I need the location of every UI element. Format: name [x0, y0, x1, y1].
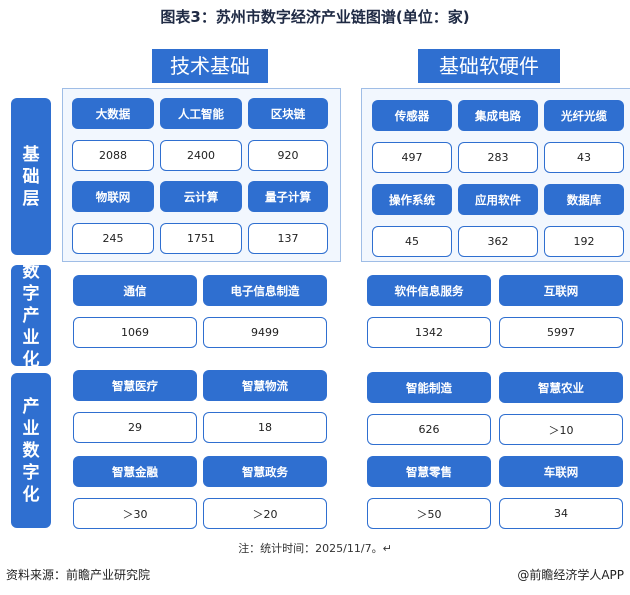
category-blockchain[interactable]: 区块链	[248, 98, 328, 129]
category-app-software[interactable]: 应用软件	[458, 184, 538, 215]
category-internet[interactable]: 互联网	[499, 275, 623, 306]
category-smart-healthcare[interactable]: 智慧医疗	[73, 370, 197, 401]
value-ai: 2400	[160, 140, 242, 171]
value-app-software: 362	[458, 226, 538, 257]
layer-label-digitalization-text: 产 业 数 字 化	[22, 396, 40, 505]
value-blockchain: 920	[248, 140, 328, 171]
category-iov[interactable]: 车联网	[499, 456, 623, 487]
layer-label-base-text: 基 础 层	[22, 144, 40, 209]
category-cloud-computing[interactable]: 云计算	[160, 181, 242, 212]
value-sensor: 497	[372, 142, 452, 173]
brand-text: @前瞻经济学人APP	[517, 568, 624, 582]
category-sensor[interactable]: 传感器	[372, 100, 452, 131]
value-smart-healthcare: 29	[73, 412, 197, 443]
value-big-data: 2088	[72, 140, 154, 171]
layer-label-digitalization: 产 业 数 字 化	[11, 373, 51, 528]
category-electronics-mfg[interactable]: 电子信息制造	[203, 275, 327, 306]
value-internet: 5997	[499, 317, 623, 348]
source-text: 资料来源：前瞻产业研究院	[6, 568, 151, 582]
value-smart-government: ＞20	[203, 498, 327, 529]
layer-label-base: 基 础 层	[11, 98, 51, 255]
category-optical-fiber[interactable]: 光纤光缆	[544, 100, 624, 131]
value-ic: 283	[458, 142, 538, 173]
category-iot[interactable]: 物联网	[72, 181, 154, 212]
value-electronics-mfg: 9499	[203, 317, 327, 348]
layer-label-industrialization-text: 数 字 产 业 化	[22, 261, 40, 370]
page-title: 图表3：苏州市数字经济产业链图谱(单位：家)	[160, 8, 470, 26]
category-software-services[interactable]: 软件信息服务	[367, 275, 491, 306]
value-software-services: 1342	[367, 317, 491, 348]
category-telecom[interactable]: 通信	[73, 275, 197, 306]
value-cloud-computing: 1751	[160, 223, 242, 254]
value-iov: 34	[499, 498, 623, 529]
category-smart-manufacturing[interactable]: 智能制造	[367, 372, 491, 403]
value-smart-logistics: 18	[203, 412, 327, 443]
value-smart-manufacturing: 626	[367, 414, 491, 445]
category-smart-logistics[interactable]: 智慧物流	[203, 370, 327, 401]
value-smart-finance: ＞30	[73, 498, 197, 529]
value-smart-retail: ＞50	[367, 498, 491, 529]
value-optical-fiber: 43	[544, 142, 624, 173]
category-smart-retail[interactable]: 智慧零售	[367, 456, 491, 487]
section-header-hardware: 基础软硬件	[418, 49, 560, 83]
footnote: 注：统计时间：2025/11/7。↵	[238, 542, 392, 555]
layer-label-industrialization: 数 字 产 业 化	[11, 262, 51, 370]
section-header-tech: 技术基础	[152, 49, 268, 83]
value-database: 192	[544, 226, 624, 257]
category-ic[interactable]: 集成电路	[458, 100, 538, 131]
category-smart-finance[interactable]: 智慧金融	[73, 456, 197, 487]
value-iot: 245	[72, 223, 154, 254]
category-smart-government[interactable]: 智慧政务	[203, 456, 327, 487]
category-database[interactable]: 数据库	[544, 184, 624, 215]
value-smart-agriculture: ＞10	[499, 414, 623, 445]
category-big-data[interactable]: 大数据	[72, 98, 154, 129]
category-ai[interactable]: 人工智能	[160, 98, 242, 129]
value-telecom: 1069	[73, 317, 197, 348]
value-os: 45	[372, 226, 452, 257]
category-os[interactable]: 操作系统	[372, 184, 452, 215]
category-smart-agriculture[interactable]: 智慧农业	[499, 372, 623, 403]
category-quantum-computing[interactable]: 量子计算	[248, 181, 328, 212]
value-quantum-computing: 137	[248, 223, 328, 254]
